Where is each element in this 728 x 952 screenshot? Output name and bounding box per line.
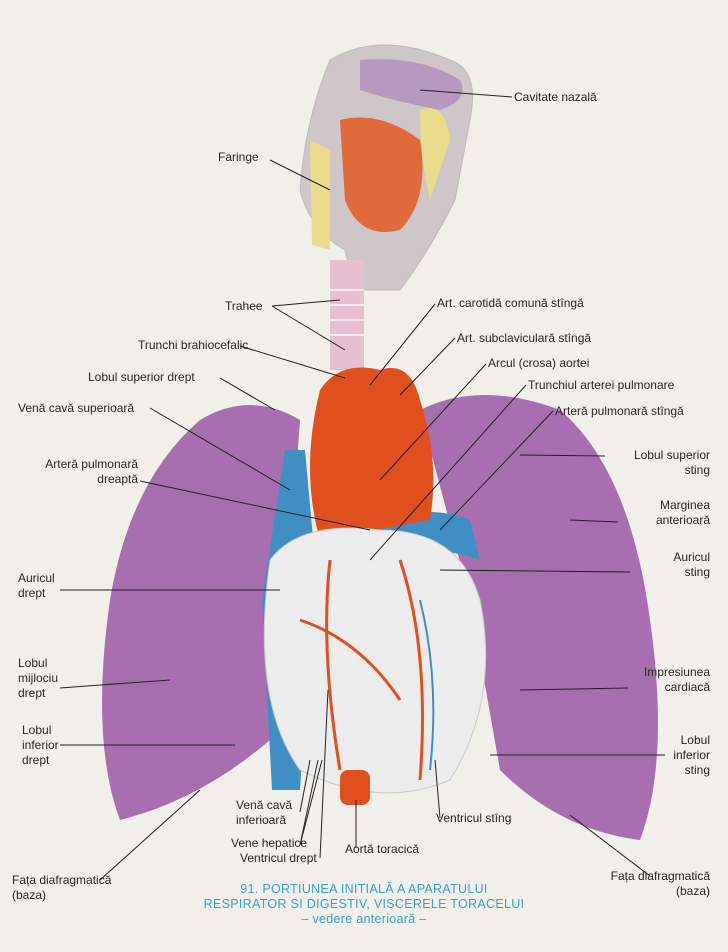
label-fata-diafragmatica-left: Fața diafragmatică(baza): [12, 873, 112, 902]
right-lung: [102, 405, 300, 820]
label-arcul-aortei: Arcul (crosa) aortei: [488, 356, 590, 370]
label-art-carotida: Art. carotidă comună stîngă: [437, 296, 584, 310]
label-artera-pulmonara-stinga: Arteră pulmonară stîngă: [555, 404, 684, 418]
label-cavitate-nazala: Cavitate nazală: [514, 90, 597, 104]
label-trunchiul-arterei-pulmonare: Trunchiul arterei pulmonare: [528, 378, 675, 392]
aorta: [310, 367, 434, 540]
caption-line-3: – vedere anterioară –: [301, 912, 427, 926]
label-lobul-superior-drept: Lobul superior drept: [88, 370, 195, 384]
label-vena-cava-superioara: Venă cavă superioară: [18, 401, 135, 415]
label-trahee: Trahee: [225, 299, 263, 313]
left-lung: [420, 395, 658, 840]
label-trunchi-brahiocefalic: Trunchi brahiocefalic: [138, 338, 249, 352]
caption-line-2: RESPIRATOR SI DIGESTIV, VISCERELE TORACE…: [203, 897, 525, 911]
label-aorta-toracica: Aortă toracică: [345, 842, 420, 856]
caption-line-1: 91. PORTIUNEA INITIALĂ A APARATULUI: [240, 882, 488, 896]
label-faringe: Faringe: [218, 150, 259, 164]
label-fata-diafragmatica-right: Fața diafragmatică(baza): [610, 869, 710, 898]
label-art-subclaviculara: Art. subclaviculară stîngă: [457, 331, 592, 345]
label-ventricul-drept: Ventricul drept: [240, 851, 317, 865]
leader-lines: [59, 89, 665, 881]
label-vene-hepatice: Vene hepatice: [231, 836, 308, 850]
label-ventricul-sting: Ventricul stîng: [436, 811, 512, 825]
trachea: [330, 260, 364, 370]
heart: [263, 527, 487, 794]
head-section: [299, 44, 473, 291]
